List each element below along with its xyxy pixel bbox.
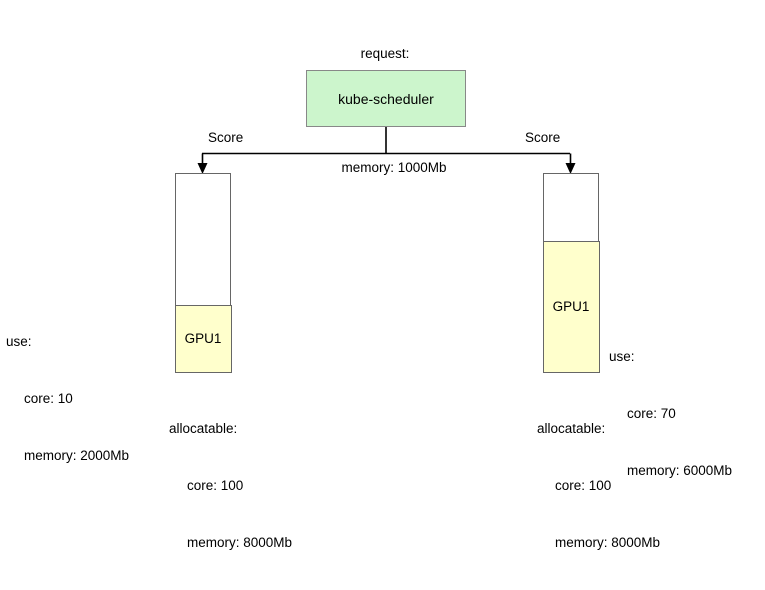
edge-label-score-right: Score (525, 130, 561, 145)
kube-scheduler-label: kube-scheduler (338, 90, 434, 107)
use-core-left: core: 10 (24, 391, 73, 406)
node-bar-right-label: GPU1 (552, 299, 590, 314)
node-bar-left-label: GPU1 (184, 331, 222, 346)
request-memory: memory: 1000Mb (341, 160, 447, 175)
node-bar-left[interactable]: GPU1 (174, 173, 232, 373)
edge-label-score-left: Score (208, 130, 244, 145)
allocatable-header-right: allocatable: (537, 421, 606, 436)
kube-scheduler-box[interactable]: kube-scheduler (306, 70, 466, 127)
connector-lines (197, 127, 576, 174)
allocatable-block-right: allocatable: core: 100 memory: 8000Mb (537, 381, 757, 590)
allocatable-memory-left: memory: 8000Mb (187, 535, 293, 550)
allocatable-memory-right: memory: 8000Mb (555, 535, 661, 550)
use-memory-left: memory: 2000Mb (24, 448, 130, 463)
use-block-left: use: core: 10 memory: 2000Mb (6, 294, 171, 503)
allocatable-block-left: allocatable: core: 100 memory: 8000Mb (169, 381, 389, 590)
use-core-right: core: 70 (627, 406, 676, 421)
allocatable-core-left: core: 100 (187, 478, 244, 493)
diagram-canvas: request: core: 20 memory: 1000Mb kube-sc… (6, 46, 732, 550)
allocatable-header-left: allocatable: (169, 421, 238, 436)
node-bar-right-used: GPU1 (542, 240, 600, 373)
allocatable-core-right: core: 100 (555, 478, 612, 493)
use-header-left: use: (6, 334, 32, 349)
use-header-right: use: (609, 349, 635, 364)
node-bar-right[interactable]: GPU1 (542, 173, 600, 373)
request-header: request: (360, 46, 410, 61)
node-bar-left-used: GPU1 (174, 304, 232, 373)
